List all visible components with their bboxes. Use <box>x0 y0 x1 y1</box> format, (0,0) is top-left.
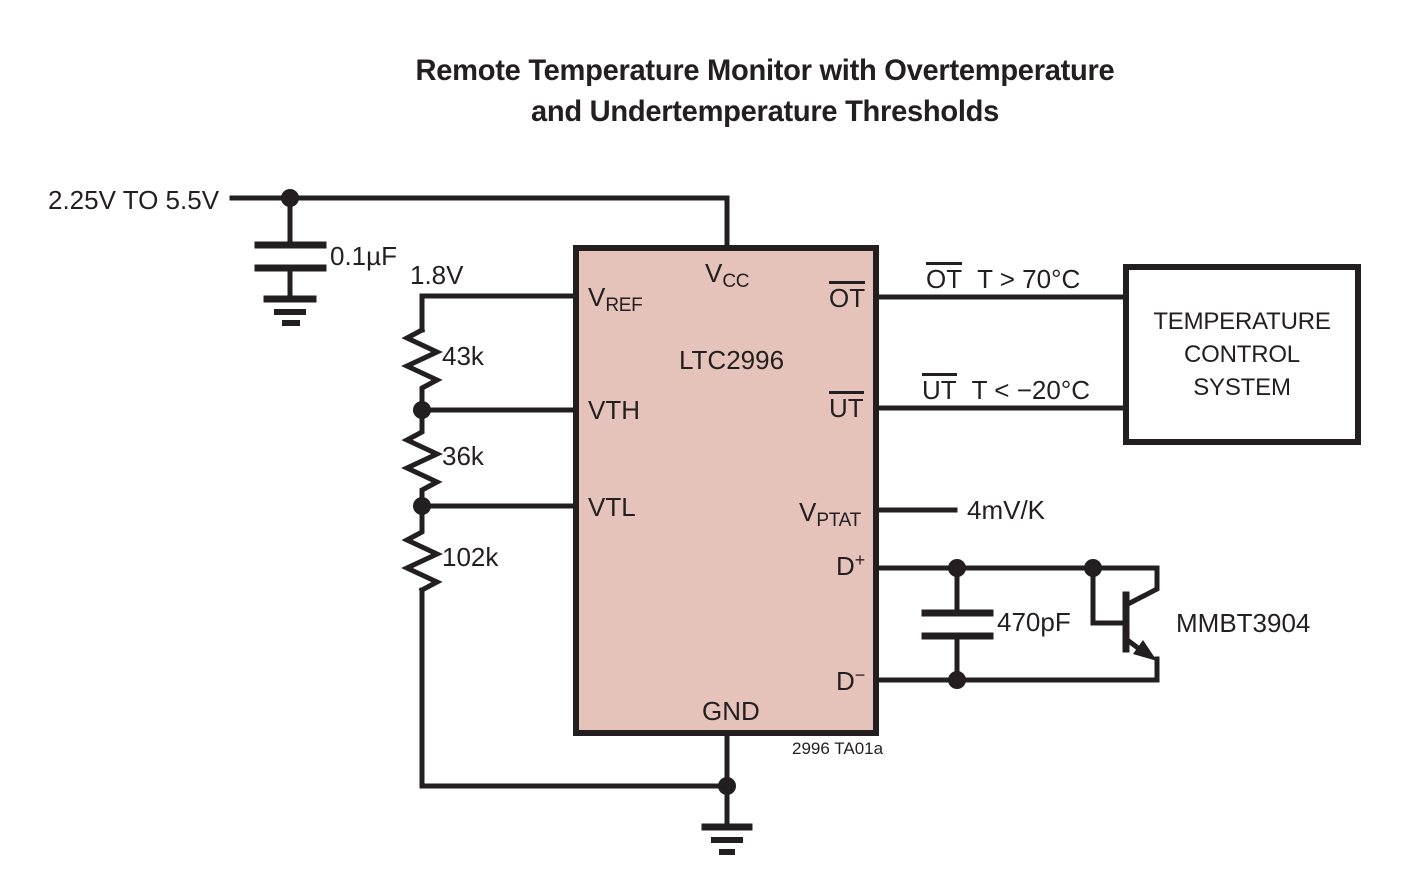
pin-label-vptat: VPTAT <box>799 498 861 532</box>
pin-label-vcc: VCC <box>705 259 749 293</box>
resistor-43k <box>401 326 443 411</box>
pin-label-d-plus: D+ <box>836 550 866 581</box>
pin-label-vtl: VTL <box>588 492 636 522</box>
junction-dot-vth <box>413 401 431 419</box>
junction-dot-vtl <box>413 497 431 515</box>
junction-dot-gnd <box>718 777 736 795</box>
filter-cap-label: 470pF <box>997 607 1071 637</box>
resistor-102k <box>401 503 443 594</box>
junction-dot-dplus-cap <box>948 559 966 577</box>
temperature-control-box <box>1123 264 1361 445</box>
pin-vref-base: V <box>588 282 606 312</box>
schematic-note: 2996 TA01a <box>792 739 884 758</box>
wire-transistor-base <box>1090 565 1125 626</box>
ic-body <box>573 245 879 736</box>
pin-dplus-base: D <box>836 551 855 581</box>
diagram-title-line1: Remote Temperature Monitor with Overtemp… <box>415 54 1115 87</box>
resistor-36k-label: 36k <box>442 441 484 471</box>
junction-dot-dminus-cap <box>948 671 966 689</box>
ut-output-label: UT T < −20°C <box>922 373 1090 405</box>
pin-label-gnd: GND <box>702 696 760 726</box>
pin-ot-text: OT <box>829 281 866 313</box>
resistor-102k-label: 102k <box>442 542 499 572</box>
pin-ut-text: UT <box>829 391 864 423</box>
wire-divider-to-ground <box>419 587 730 789</box>
diagram-title-line2: and Undertemperature Thresholds <box>531 95 999 128</box>
pin-vptat-base: V <box>799 497 817 527</box>
transistor-emitter-arrow <box>1133 640 1157 661</box>
wire-supply-rail <box>229 195 730 249</box>
bypass-cap-label: 0.1µF <box>330 241 398 271</box>
supply-range-label: 2.25V TO 5.5V <box>48 185 220 215</box>
temperature-control-box-label: TEMPERATURE CONTROL SYSTEM <box>1126 267 1358 442</box>
junction-dot-dplus-base <box>1084 559 1102 577</box>
wire-vref <box>419 293 581 333</box>
wire-d-plus <box>873 565 1160 607</box>
pin-label-vth: VTH <box>588 395 640 425</box>
ot-output-label: OT T > 70°C <box>926 262 1080 294</box>
pin-dminus-sup: − <box>854 665 866 685</box>
tcs-line3: SYSTEM <box>1193 374 1291 401</box>
transistor-label: MMBT3904 <box>1176 608 1311 638</box>
pin-vcc-base: V <box>705 258 723 288</box>
pin-dminus-base: D <box>836 666 855 696</box>
pin-vcc-sub: CC <box>722 271 750 292</box>
resistor-43k-label: 43k <box>442 341 484 371</box>
pin-label-vref: VREF <box>588 282 643 317</box>
pin-dplus-sup: + <box>854 550 866 570</box>
ot-condition-text: T > 70°C <box>977 264 1081 294</box>
ot-signal-text: OT <box>926 262 963 294</box>
pin-vptat-sub: PTAT <box>816 510 861 531</box>
tcs-line2: CONTROL <box>1184 341 1300 368</box>
ic-part-number: LTC2996 <box>679 345 785 375</box>
diagram-title: Remote Temperature Monitor with Overtemp… <box>164 50 1367 132</box>
pin-label-ut: UT <box>829 391 864 423</box>
reference-voltage-label: 1.8V <box>410 260 464 290</box>
resistor-36k <box>401 407 443 509</box>
pin-label-d-minus: D− <box>836 665 866 696</box>
pin-label-ot: OT <box>829 281 866 313</box>
ut-signal-text: UT <box>922 373 957 405</box>
tcs-line1: TEMPERATURE <box>1153 308 1331 335</box>
pin-vref-sub: REF <box>605 295 643 316</box>
junction-dot-supply <box>281 189 299 207</box>
ut-condition-text: T < −20°C <box>971 375 1090 405</box>
vptat-rate-label: 4mV/K <box>967 495 1046 525</box>
